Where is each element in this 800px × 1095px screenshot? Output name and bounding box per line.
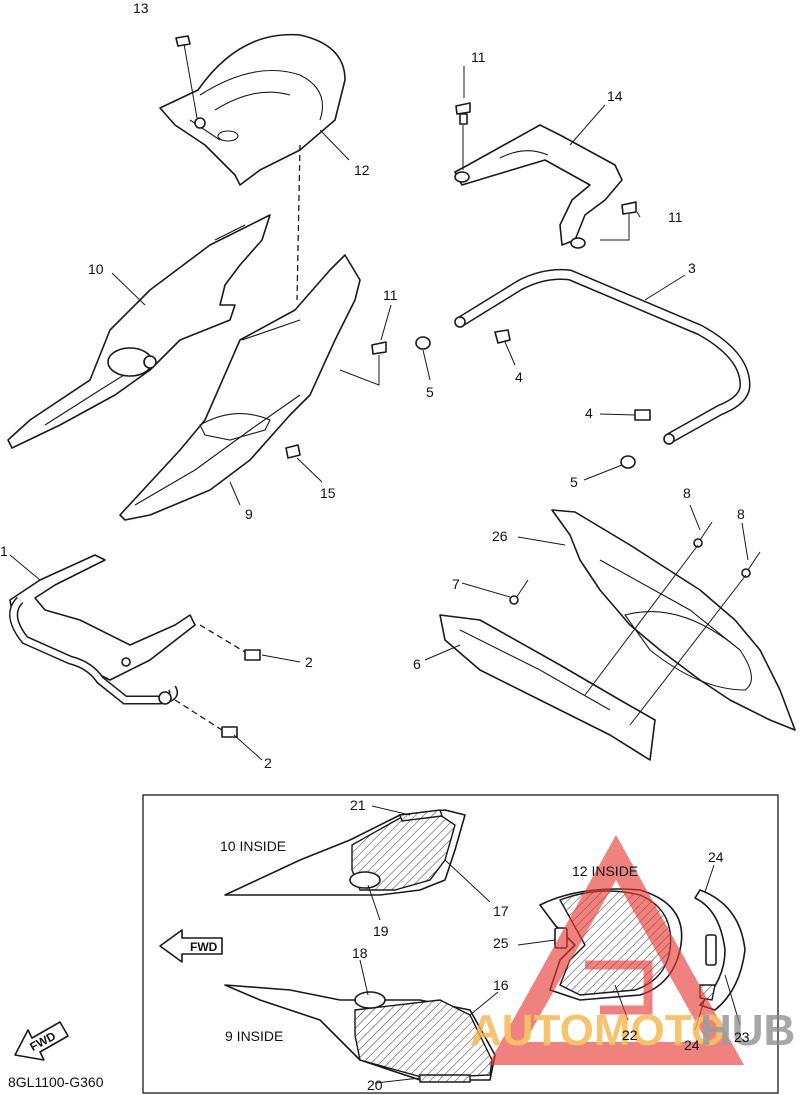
diagram-code: 8GL1100-G360 <box>8 1074 104 1090</box>
callout-2: 2 <box>264 755 272 771</box>
watermark-emblem-icon <box>488 835 744 1065</box>
callout-3: 3 <box>688 260 696 276</box>
part-5-caps <box>415 336 636 469</box>
part-4-bolts <box>494 329 651 421</box>
inset-frame <box>142 794 779 1094</box>
part-21-strip <box>399 809 443 822</box>
part-15-screw <box>285 444 301 459</box>
inside-label-12: 12 INSIDE <box>572 863 638 879</box>
callout-15: 15 <box>320 485 336 501</box>
callout-12: 12 <box>354 162 370 178</box>
fwd-arrow-corner-icon: FWD <box>14 1021 69 1061</box>
part-11-bolt-right <box>600 201 637 241</box>
watermark-logo: AUTOMOTO HUB <box>470 835 795 1065</box>
part-1-grip-frame <box>9 554 196 705</box>
part-6-plate <box>439 614 656 761</box>
callout-16: 16 <box>493 977 509 993</box>
part-23-24-inside-view <box>694 889 746 1011</box>
part-10-side-cover <box>7 214 271 449</box>
callout-5: 5 <box>426 384 434 400</box>
callout-numbers: 13 12 11 14 11 3 10 11 5 4 4 5 15 9 8 8 … <box>0 0 750 1093</box>
part-7-8-rivets <box>509 521 761 726</box>
callout-22: 22 <box>622 1027 638 1043</box>
svg-text:FWD: FWD <box>190 940 218 954</box>
callout-5: 5 <box>570 474 578 490</box>
callout-11: 11 <box>668 209 683 225</box>
part-13-bolt <box>175 35 206 129</box>
part-17-inside-view <box>224 809 466 896</box>
callout-1: 1 <box>0 543 8 559</box>
part-11-bolt-middle <box>339 341 387 386</box>
callout-25: 25 <box>493 935 509 951</box>
callout-24: 24 <box>708 849 724 865</box>
callout-8: 8 <box>683 485 691 501</box>
callout-10: 10 <box>88 261 104 277</box>
part-16-inside-view <box>224 984 496 1081</box>
watermark-word-secondary: HUB <box>700 1006 795 1055</box>
callout-4: 4 <box>515 369 523 385</box>
part-12-seat-cowl <box>159 33 346 186</box>
inside-label-10: 10 INSIDE <box>220 838 286 854</box>
part-20-strip <box>419 1074 471 1083</box>
callout-11: 11 <box>383 287 398 303</box>
part-11-bolt-top <box>455 102 471 170</box>
callout-13: 13 <box>133 0 149 16</box>
callout-20: 20 <box>367 1077 383 1093</box>
callout-23: 23 <box>734 1029 750 1045</box>
callout-17: 17 <box>493 903 509 919</box>
callout-leaders <box>9 66 749 1084</box>
part-26-flap <box>551 509 796 731</box>
callout-18: 18 <box>352 945 368 961</box>
callout-14: 14 <box>607 88 623 104</box>
fwd-arrow-icon: FWD <box>159 929 223 963</box>
callout-6: 6 <box>413 656 421 672</box>
callout-8: 8 <box>737 506 745 522</box>
callout-19: 19 <box>373 923 389 939</box>
callout-11: 11 <box>471 49 486 65</box>
callout-2: 2 <box>305 654 313 670</box>
callout-24: 24 <box>684 1037 700 1053</box>
callout-26: 26 <box>492 528 508 544</box>
part-9-side-cover <box>119 254 361 521</box>
callout-7: 7 <box>452 576 460 592</box>
callout-9: 9 <box>245 506 253 522</box>
watermark-word-primary: AUTOMOTO <box>470 1006 725 1055</box>
inside-label-9: 9 INSIDE <box>225 1028 283 1044</box>
part-14-bracket <box>454 124 623 249</box>
assembly-line-12 <box>296 144 301 301</box>
part-2-bolts <box>174 624 261 738</box>
callout-21: 21 <box>350 797 366 813</box>
callout-4: 4 <box>585 405 593 421</box>
part-3-grab-rail <box>454 269 751 445</box>
